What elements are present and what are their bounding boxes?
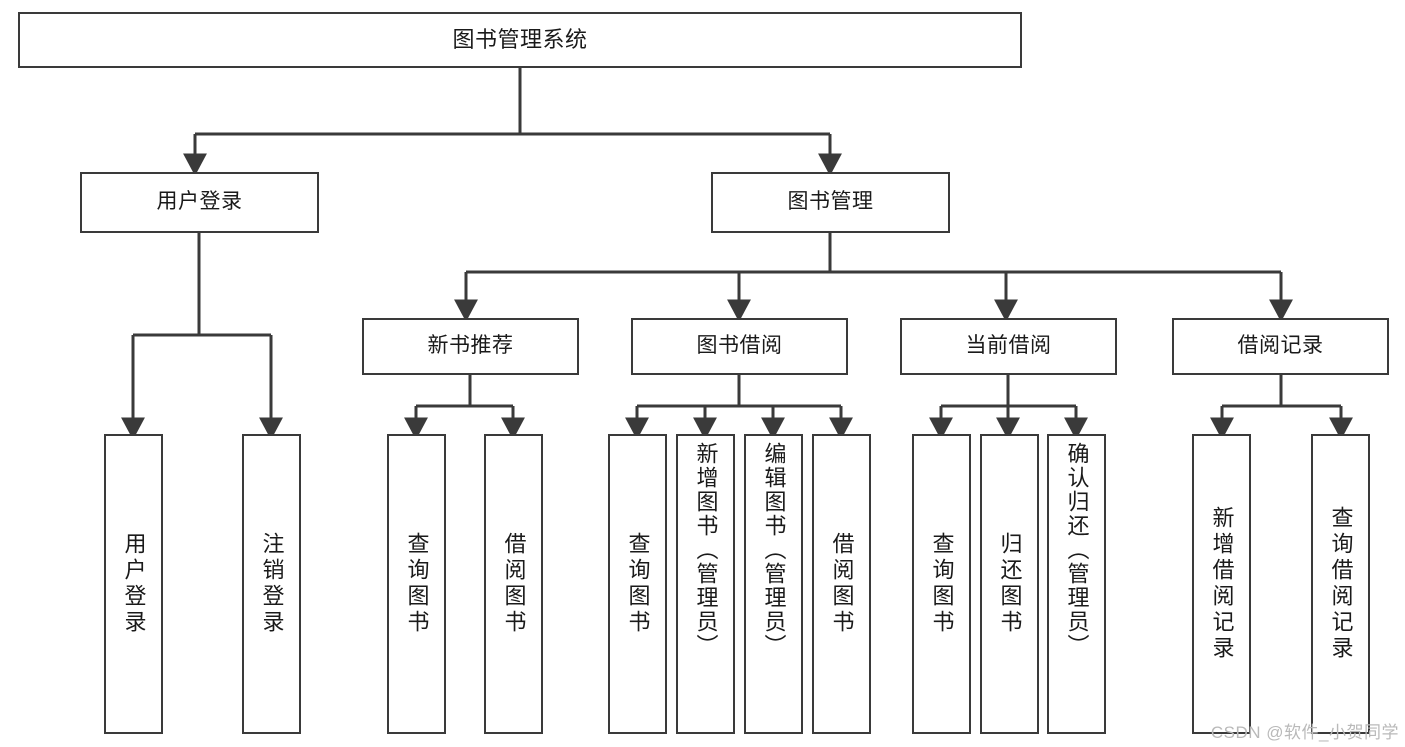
watermark-text: CSDN @软件_小贺同学 xyxy=(1210,723,1399,742)
node-label: 借阅记录 xyxy=(1237,334,1324,358)
leaf-add-borrow-record[interactable]: 新增借阅记录 xyxy=(1192,434,1251,734)
node-label: 新增图书（管理员） xyxy=(693,442,719,658)
node-label: 查询图书 xyxy=(929,532,955,636)
node-label: 新增借阅记录 xyxy=(1209,506,1235,662)
node-label: 当前借阅 xyxy=(965,334,1052,358)
leaf-user-login[interactable]: 用户登录 xyxy=(104,434,163,734)
node-label: 图书管理 xyxy=(787,190,874,214)
node-label: 新书推荐 xyxy=(427,334,514,358)
node-label: 确认归还（管理员） xyxy=(1064,442,1090,658)
node-label: 借阅图书 xyxy=(829,532,855,636)
leaf-borrow-book-recommendation[interactable]: 借阅图书 xyxy=(484,434,543,734)
node-label: 用户登录 xyxy=(156,190,243,214)
node-label: 注销登录 xyxy=(259,532,285,636)
leaf-edit-book-admin[interactable]: 编辑图书（管理员） xyxy=(744,434,803,734)
leaf-user-logout[interactable]: 注销登录 xyxy=(242,434,301,734)
node-label: 编辑图书（管理员） xyxy=(761,442,787,658)
leaf-add-book-admin[interactable]: 新增图书（管理员） xyxy=(676,434,735,734)
node-label: 用户登录 xyxy=(121,532,147,636)
leaf-query-borrow-record[interactable]: 查询借阅记录 xyxy=(1311,434,1370,734)
node-label: 归还图书 xyxy=(997,532,1023,636)
leaf-confirm-return-admin[interactable]: 确认归还（管理员） xyxy=(1047,434,1106,734)
leaf-return-book[interactable]: 归还图书 xyxy=(980,434,1039,734)
node-book-management[interactable]: 图书管理 xyxy=(711,172,950,233)
leaf-query-book-recommendation[interactable]: 查询图书 xyxy=(387,434,446,734)
node-label: 借阅图书 xyxy=(501,532,527,636)
node-label: 查询借阅记录 xyxy=(1328,506,1354,662)
node-user-login[interactable]: 用户登录 xyxy=(80,172,319,233)
node-root-book-management-system[interactable]: 图书管理系统 xyxy=(18,12,1022,68)
node-label: 查询图书 xyxy=(625,532,651,636)
leaf-query-book-current[interactable]: 查询图书 xyxy=(912,434,971,734)
leaf-borrow-book-borrowing[interactable]: 借阅图书 xyxy=(812,434,871,734)
node-label: 图书借阅 xyxy=(696,334,783,358)
node-label: 查询图书 xyxy=(404,532,430,636)
leaf-query-book-borrowing[interactable]: 查询图书 xyxy=(608,434,667,734)
node-borrowing-records[interactable]: 借阅记录 xyxy=(1172,318,1389,375)
node-book-borrowing[interactable]: 图书借阅 xyxy=(631,318,848,375)
node-current-borrowing[interactable]: 当前借阅 xyxy=(900,318,1117,375)
node-new-book-recommendation[interactable]: 新书推荐 xyxy=(362,318,579,375)
node-label: 图书管理系统 xyxy=(452,27,588,53)
